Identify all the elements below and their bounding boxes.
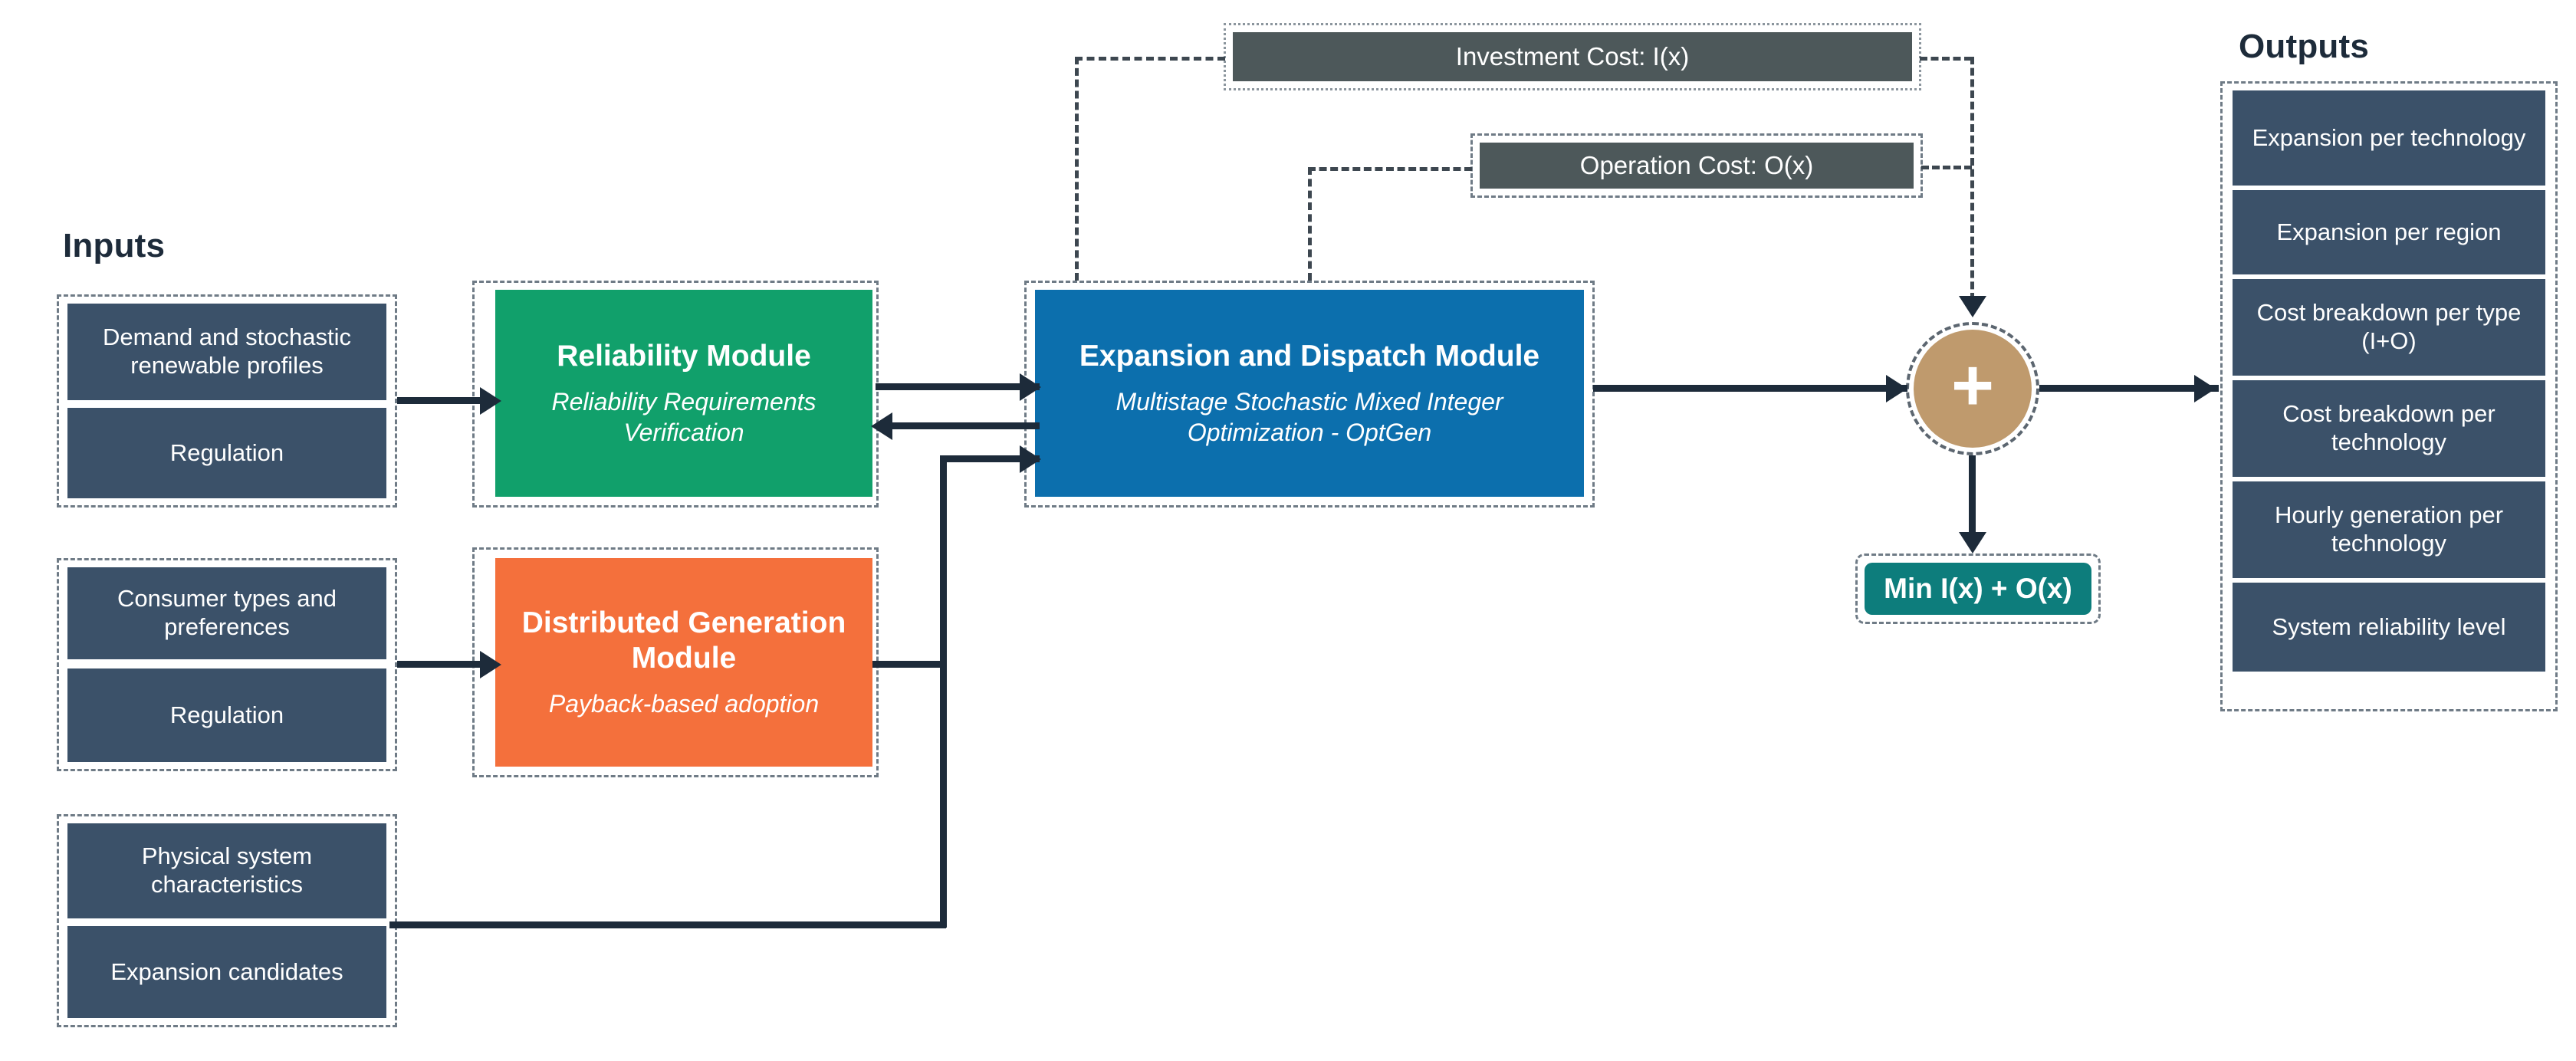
output-label: Expansion per technology bbox=[2252, 123, 2526, 151]
sum-node[interactable]: + bbox=[1914, 330, 2032, 448]
output-label: System reliability level bbox=[2272, 613, 2506, 640]
dashed-investment-horizontal bbox=[1075, 57, 1225, 61]
connector-sum-to-objective bbox=[1969, 455, 1976, 537]
arrowhead-dg-in bbox=[480, 651, 501, 678]
output-item-2[interactable]: Cost breakdown per type (I+O) bbox=[2233, 279, 2545, 376]
connector-inputs1-to-reliability bbox=[397, 397, 488, 404]
outputs-section-title: Outputs bbox=[2239, 28, 2370, 65]
input-regulation-1[interactable]: Regulation bbox=[67, 408, 386, 498]
distributed-generation-module[interactable]: Distributed Generation Module Payback-ba… bbox=[495, 558, 872, 767]
expansion-module-subtitle: Multistage Stochastic Mixed Integer Opti… bbox=[1116, 388, 1503, 446]
operation-cost-label: Operation Cost: O(x) bbox=[1579, 150, 1814, 179]
dg-module-subtitle: Payback-based adoption bbox=[548, 690, 820, 718]
connector-reliability-to-expansion bbox=[876, 383, 1040, 390]
connector-expansion-to-sum bbox=[1593, 385, 1907, 392]
dashed-investment-out bbox=[1920, 57, 1972, 61]
dg-module-title: Distributed Generation Module bbox=[521, 606, 846, 675]
input-label: Expansion candidates bbox=[110, 958, 343, 985]
output-label: Hourly generation per technology bbox=[2274, 501, 2504, 557]
connector-dg-to-trunk bbox=[872, 661, 946, 668]
inputs-group-2-frame bbox=[57, 558, 397, 771]
input-label: Physical system characteristics bbox=[141, 843, 313, 898]
investment-cost-label: Investment Cost: I(x) bbox=[1455, 41, 1690, 71]
arrowhead-outputs-in bbox=[2194, 375, 2216, 402]
output-item-5[interactable]: System reliability level bbox=[2233, 583, 2545, 672]
expansion-dispatch-module[interactable]: Expansion and Dispatch Module Multistage… bbox=[1035, 290, 1584, 497]
connector-inputs3-to-trunk bbox=[389, 921, 946, 928]
output-item-4[interactable]: Hourly generation per technology bbox=[2233, 481, 2545, 578]
arrowhead-sum-in-top bbox=[1959, 296, 1986, 317]
arrowhead-sum-in bbox=[1886, 375, 1907, 402]
inputs-group-1-frame bbox=[57, 294, 397, 508]
arrowhead-objective-in bbox=[1959, 532, 1986, 553]
input-physical-system-characteristics[interactable]: Physical system characteristics bbox=[67, 823, 386, 918]
arrowhead-reliability-in bbox=[480, 387, 501, 415]
sum-node-ring bbox=[1906, 322, 2039, 455]
input-label: Regulation bbox=[169, 439, 284, 466]
output-item-3[interactable]: Cost breakdown per technology bbox=[2233, 380, 2545, 477]
dashed-operation-horizontal bbox=[1308, 167, 1472, 171]
input-demand-renewable-profiles[interactable]: Demand and stochastic renewable profiles bbox=[67, 304, 386, 400]
input-expansion-candidates[interactable]: Expansion candidates bbox=[67, 926, 386, 1018]
arrowhead-reliability-in-return bbox=[871, 412, 892, 440]
dashed-operation-out bbox=[1921, 166, 1972, 169]
inputs-section-title: Inputs bbox=[63, 227, 166, 264]
objective-box[interactable]: Min I(x) + O(x) bbox=[1865, 563, 2091, 615]
objective-label: Min I(x) + O(x) bbox=[1884, 573, 2072, 605]
output-item-1[interactable]: Expansion per region bbox=[2233, 190, 2545, 274]
connector-trunk-vertical bbox=[940, 455, 947, 928]
objective-frame bbox=[1855, 553, 2101, 624]
dashed-investment-vertical bbox=[1075, 57, 1079, 281]
reliability-module-frame bbox=[472, 281, 879, 508]
output-label: Expansion per region bbox=[2276, 218, 2502, 245]
output-label: Cost breakdown per technology bbox=[2282, 400, 2496, 455]
plus-icon: + bbox=[1950, 343, 1995, 426]
reliability-module-title: Reliability Module bbox=[557, 339, 811, 373]
reliability-module[interactable]: Reliability Module Reliability Requireme… bbox=[495, 290, 872, 497]
dashed-costs-trunk-vertical bbox=[1970, 57, 1974, 301]
connector-sum-to-outputs bbox=[2039, 385, 2219, 392]
expansion-module-title: Expansion and Dispatch Module bbox=[1079, 339, 1540, 373]
investment-cost-box[interactable]: Investment Cost: I(x) bbox=[1233, 32, 1912, 81]
inputs-group-3-frame bbox=[57, 814, 397, 1027]
connector-inputs2-to-dg bbox=[397, 661, 488, 668]
arrowhead-expansion-in-bottom bbox=[1020, 445, 1041, 473]
input-regulation-2[interactable]: Regulation bbox=[67, 668, 386, 762]
output-label: Cost breakdown per type (I+O) bbox=[2256, 299, 2522, 354]
output-item-0[interactable]: Expansion per technology bbox=[2233, 90, 2545, 186]
arrowhead-expansion-in-top bbox=[1020, 373, 1041, 401]
dashed-operation-vertical bbox=[1308, 167, 1312, 281]
connector-trunk-to-expansion bbox=[940, 455, 1040, 462]
input-consumer-types-preferences[interactable]: Consumer types and preferences bbox=[67, 567, 386, 659]
input-label: Demand and stochastic renewable profiles bbox=[103, 324, 351, 379]
outputs-frame bbox=[2220, 81, 2558, 711]
input-label: Regulation bbox=[169, 701, 284, 728]
connector-expansion-to-reliability bbox=[891, 422, 1040, 429]
reliability-module-subtitle: Reliability Requirements Verification bbox=[551, 388, 816, 446]
operation-cost-box[interactable]: Operation Cost: O(x) bbox=[1480, 143, 1914, 189]
input-label: Consumer types and preferences bbox=[117, 585, 337, 640]
